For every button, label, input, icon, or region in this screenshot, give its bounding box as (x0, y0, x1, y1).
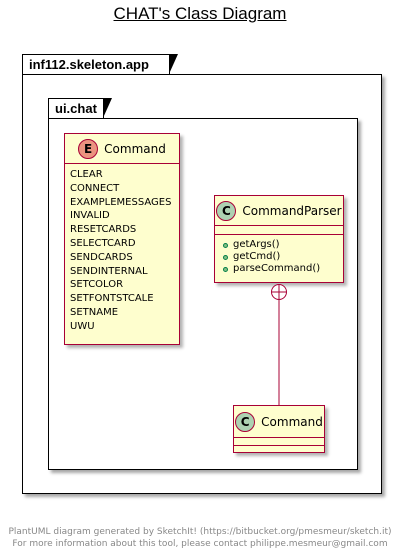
method-row: getCmd() (215, 251, 343, 263)
class-inner-command[interactable]: C Command (233, 405, 325, 453)
enum-badge-icon: E (78, 138, 99, 159)
enum-value: INVALID (70, 210, 110, 222)
enum-values: CLEAR CONNECT EXAMPLEMESSAGES INVALID RE… (65, 164, 179, 334)
enum-value: EXAMPLEMESSAGES (70, 196, 172, 208)
enum-value: SENDINTERNAL (70, 265, 148, 277)
public-method-icon (223, 266, 228, 272)
diagram-title: CHAT's Class Diagram (113, 4, 287, 23)
enum-value: SELECTCARD (70, 237, 136, 249)
method-name: parseCommand() (233, 263, 321, 274)
public-method-icon (223, 242, 228, 248)
enum-command[interactable]: E Command CLEAR CONNECT EXAMPLEMESSAGES … (64, 133, 180, 345)
public-method-icon (223, 254, 228, 260)
method-row: parseCommand() (215, 263, 343, 275)
class-header: C CommandParser (215, 196, 343, 226)
enum-value: CONNECT (70, 182, 120, 194)
class-badge-icon: C (235, 411, 256, 432)
class-name: CommandParser (242, 203, 342, 218)
attributes-section (234, 438, 324, 446)
enum-value: SETNAME (70, 306, 119, 318)
enum-value: SETCOLOR (70, 279, 124, 291)
footer-line-2: For more information about this tool, pl… (12, 539, 388, 549)
methods-section: getArgs() getCmd() parseCommand() (215, 235, 343, 275)
footer-line-1: PlantUML diagram generated by SketchIt! … (8, 527, 392, 537)
class-badge-icon: C (216, 200, 237, 221)
class-name: Command (261, 414, 323, 429)
enum-value: CLEAR (70, 169, 103, 180)
enum-value: UWU (70, 320, 95, 332)
class-header: C Command (234, 406, 324, 438)
enum-value: SETFONTSTCALE (70, 293, 154, 305)
class-header: E Command (65, 134, 179, 164)
class-name: Command (104, 141, 166, 156)
package-tab-label: ui.chat (48, 97, 112, 118)
attributes-section (215, 226, 343, 235)
method-name: getArgs() (233, 239, 280, 250)
package-tab-label: inf112.skeleton.app (22, 53, 178, 74)
method-name: getCmd() (233, 251, 281, 262)
class-command-parser[interactable]: C CommandParser getArgs() getCmd() parse… (214, 195, 344, 283)
method-row: getArgs() (215, 239, 343, 251)
enum-value: RESETCARDS (70, 224, 137, 236)
enum-value: SENDCARDS (70, 251, 133, 263)
